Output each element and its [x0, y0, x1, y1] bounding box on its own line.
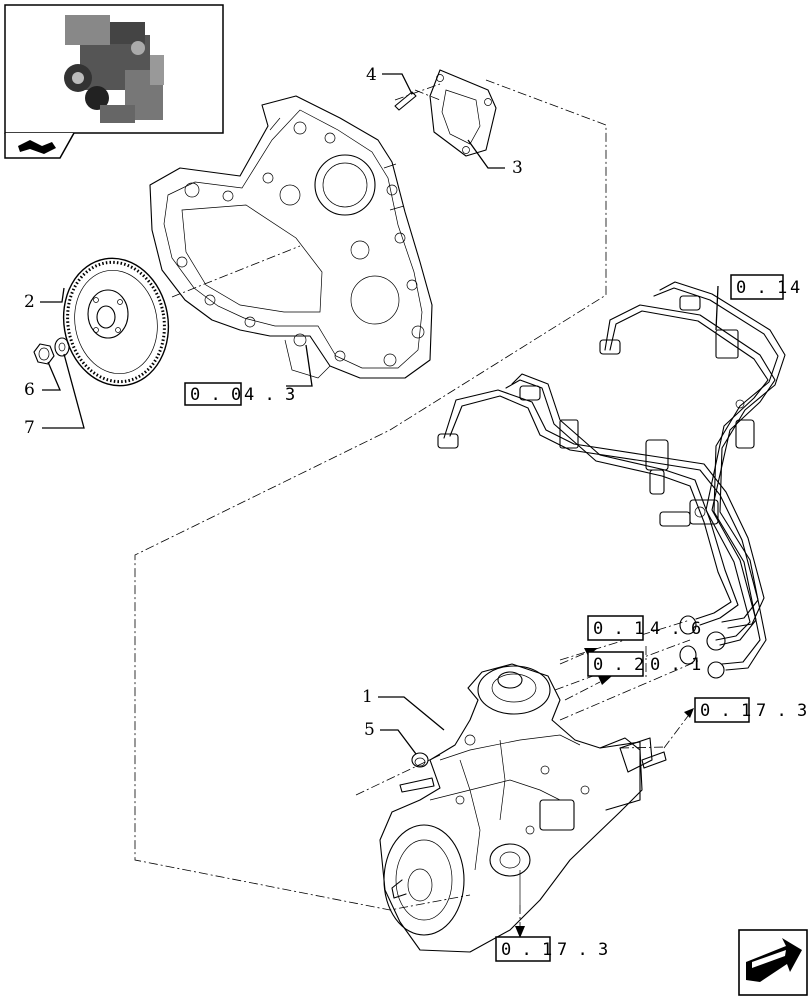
pump-gear: [62, 257, 170, 387]
dowel-pin: [394, 91, 417, 111]
ref-tail-text: 4 . 3: [244, 385, 295, 405]
callout-6: 6: [24, 380, 35, 400]
washer: [54, 337, 70, 357]
seal-ring: [411, 752, 429, 768]
callout-3: 3: [512, 158, 523, 178]
ref-link-drive-shaft[interactable]: 0 . 1 7 . 3: [694, 697, 807, 723]
engine-thumbnail[interactable]: [4, 4, 224, 159]
ref-box-text: 0 . 1: [700, 701, 751, 721]
arrow-to-pipes-2: [564, 676, 612, 701]
engine-thumbnail-icon: [64, 15, 164, 123]
injection-pump: [379, 663, 667, 953]
callout-7: 7: [24, 418, 35, 438]
arrow-shaft-right: [663, 708, 694, 749]
ref-box-text: 0 . 1: [593, 619, 644, 639]
ref-link-pipes-top[interactable]: 0 . 1 4: [730, 274, 800, 300]
ref-link-pipe-return[interactable]: 0 . 2 0 . 1: [587, 651, 701, 677]
ref-link-pump-bottom[interactable]: 0 . 1 7 . 3: [495, 936, 608, 962]
arrow-down-bottom: [515, 905, 525, 938]
ref-link-housing[interactable]: 0 . 0 4 . 3: [184, 382, 295, 406]
pipe-nut: [679, 615, 726, 679]
callout-4: 4: [366, 65, 377, 85]
nut: [33, 343, 55, 365]
ref-tail-text: 0 . 1: [650, 655, 701, 675]
ref-link-pipe-fitting[interactable]: 0 . 1 4 . 6: [587, 615, 701, 641]
injection-pipes: [437, 281, 786, 679]
ref-tail-text: 4 . 6: [650, 619, 701, 639]
callout-2: 2: [24, 292, 35, 312]
book-arrow-icon: [18, 140, 56, 154]
next-page-button[interactable]: [738, 929, 808, 996]
next-page-arrow-icon: [746, 938, 802, 982]
gasket: [429, 69, 497, 157]
ref-box-text: 0 . 0: [190, 385, 241, 405]
ref-tail-text: 7 . 3: [557, 940, 608, 960]
ref-box-text: 0 . 2: [593, 655, 644, 675]
ref-box-text: 0 . 1: [736, 278, 787, 298]
ref-tail-text: 4: [790, 278, 800, 298]
ref-tail-text: 7 . 3: [756, 701, 807, 721]
callout-1: 1: [362, 687, 373, 707]
callout-5: 5: [364, 720, 375, 740]
timing-gear-housing: [149, 95, 433, 379]
ref-box-text: 0 . 1: [501, 940, 552, 960]
